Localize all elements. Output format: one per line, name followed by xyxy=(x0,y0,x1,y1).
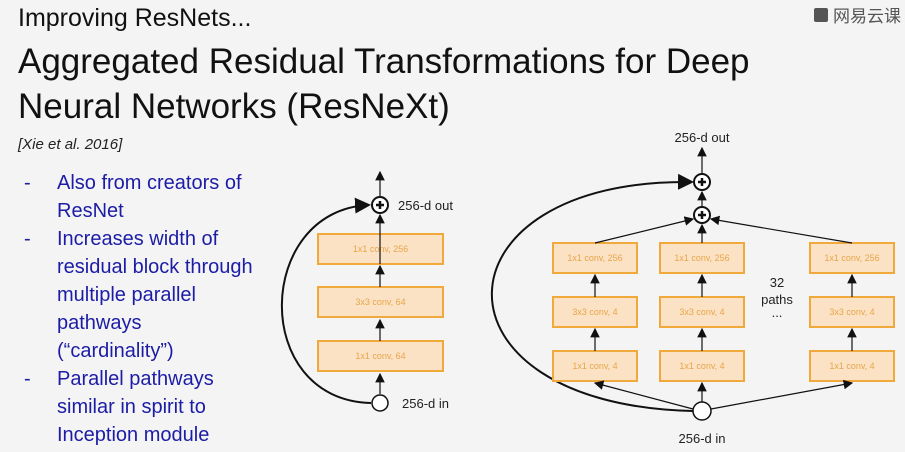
bullet-text: multiple parallel xyxy=(57,284,196,306)
plus-icon xyxy=(698,178,706,186)
conv-box xyxy=(317,286,444,318)
bullet-text: ResNet xyxy=(57,200,124,222)
conv-box xyxy=(552,350,638,382)
bullet-line: multiple parallel xyxy=(24,281,314,309)
bullet-text: Parallel pathways xyxy=(57,368,214,390)
conv-label: 3x3 conv, 4 xyxy=(829,307,874,317)
bullet-text: residual block through xyxy=(57,256,253,278)
conv-box xyxy=(552,296,638,328)
bullet-line: ResNet xyxy=(24,197,314,225)
skip-connection xyxy=(490,173,694,412)
conv-label: 1x1 conv, 64 xyxy=(355,351,405,361)
bullet-line: - Also from creators of xyxy=(24,169,314,197)
skip-connection xyxy=(281,197,372,404)
bullet-dash: - xyxy=(24,368,31,390)
paths-label: paths xyxy=(761,292,793,307)
arrow xyxy=(593,380,694,410)
bullet-text: Increases width of xyxy=(57,228,219,250)
in-label: 256-d in xyxy=(402,396,449,411)
conv-label: 1x1 conv, 256 xyxy=(674,253,729,263)
citation: [Xie et al. 2016] xyxy=(18,136,123,153)
bullet-list: - Also from creators of ResNet - Increases w… xyxy=(24,169,314,449)
paths-ellipsis: ... xyxy=(772,305,783,320)
bullet-line: similar in spirit to xyxy=(24,393,314,421)
conv-label: 1x1 conv, 256 xyxy=(824,253,879,263)
plus-icon xyxy=(376,201,384,209)
conv-label: 1x1 conv, 4 xyxy=(679,361,724,371)
bullet-line: - Parallel pathways xyxy=(24,365,314,393)
bullet-text: similar in spirit to xyxy=(57,396,206,418)
slide-title-line2: Neural Networks (ResNeXt) xyxy=(18,87,450,126)
bullet-line: residual block through xyxy=(24,253,314,281)
arrow xyxy=(709,215,853,244)
bullet-line: - Increases width of xyxy=(24,225,314,253)
out-label: 256-d out xyxy=(675,130,730,145)
bullet-line: Inception module xyxy=(24,421,314,449)
paths-count: 32 xyxy=(770,275,784,290)
bullet-line: pathways xyxy=(24,309,314,337)
conv-box xyxy=(809,350,895,382)
bullet-line: (“cardinality”) xyxy=(24,337,314,365)
conv-label: 3x3 conv, 4 xyxy=(679,307,724,317)
bullet-dash: - xyxy=(24,172,31,194)
input-node xyxy=(371,394,389,412)
bullet-text: Inception module xyxy=(57,424,210,446)
out-label: 256-d out xyxy=(398,198,453,213)
in-label: 256-d in xyxy=(679,431,726,446)
conv-label: 3x3 conv, 64 xyxy=(355,297,405,307)
bullet-text: pathways xyxy=(57,312,142,334)
conv-box xyxy=(659,296,745,328)
arrow xyxy=(710,379,854,410)
watermark-logo: 网易云课 xyxy=(814,2,901,27)
conv-box xyxy=(317,340,444,372)
slide-title-line1: Aggregated Residual Transformations for … xyxy=(18,42,750,81)
conv-label: 1x1 conv, 4 xyxy=(829,361,874,371)
bullet-text: (“cardinality”) xyxy=(57,340,174,362)
slide-kicker: Improving ResNets... xyxy=(18,4,252,32)
input-node xyxy=(692,401,712,421)
arrow xyxy=(594,216,695,244)
conv-box xyxy=(659,350,745,382)
conv-label: 3x3 conv, 4 xyxy=(572,307,617,317)
bullet-text: Also from creators of xyxy=(57,172,242,194)
book-icon xyxy=(814,7,828,22)
bullet-dash: - xyxy=(24,228,31,250)
conv-label: 1x1 conv, 4 xyxy=(572,361,617,371)
conv-box xyxy=(552,242,638,274)
plus-icon xyxy=(698,211,706,219)
conv-label: 1x1 conv, 256 xyxy=(567,253,622,263)
